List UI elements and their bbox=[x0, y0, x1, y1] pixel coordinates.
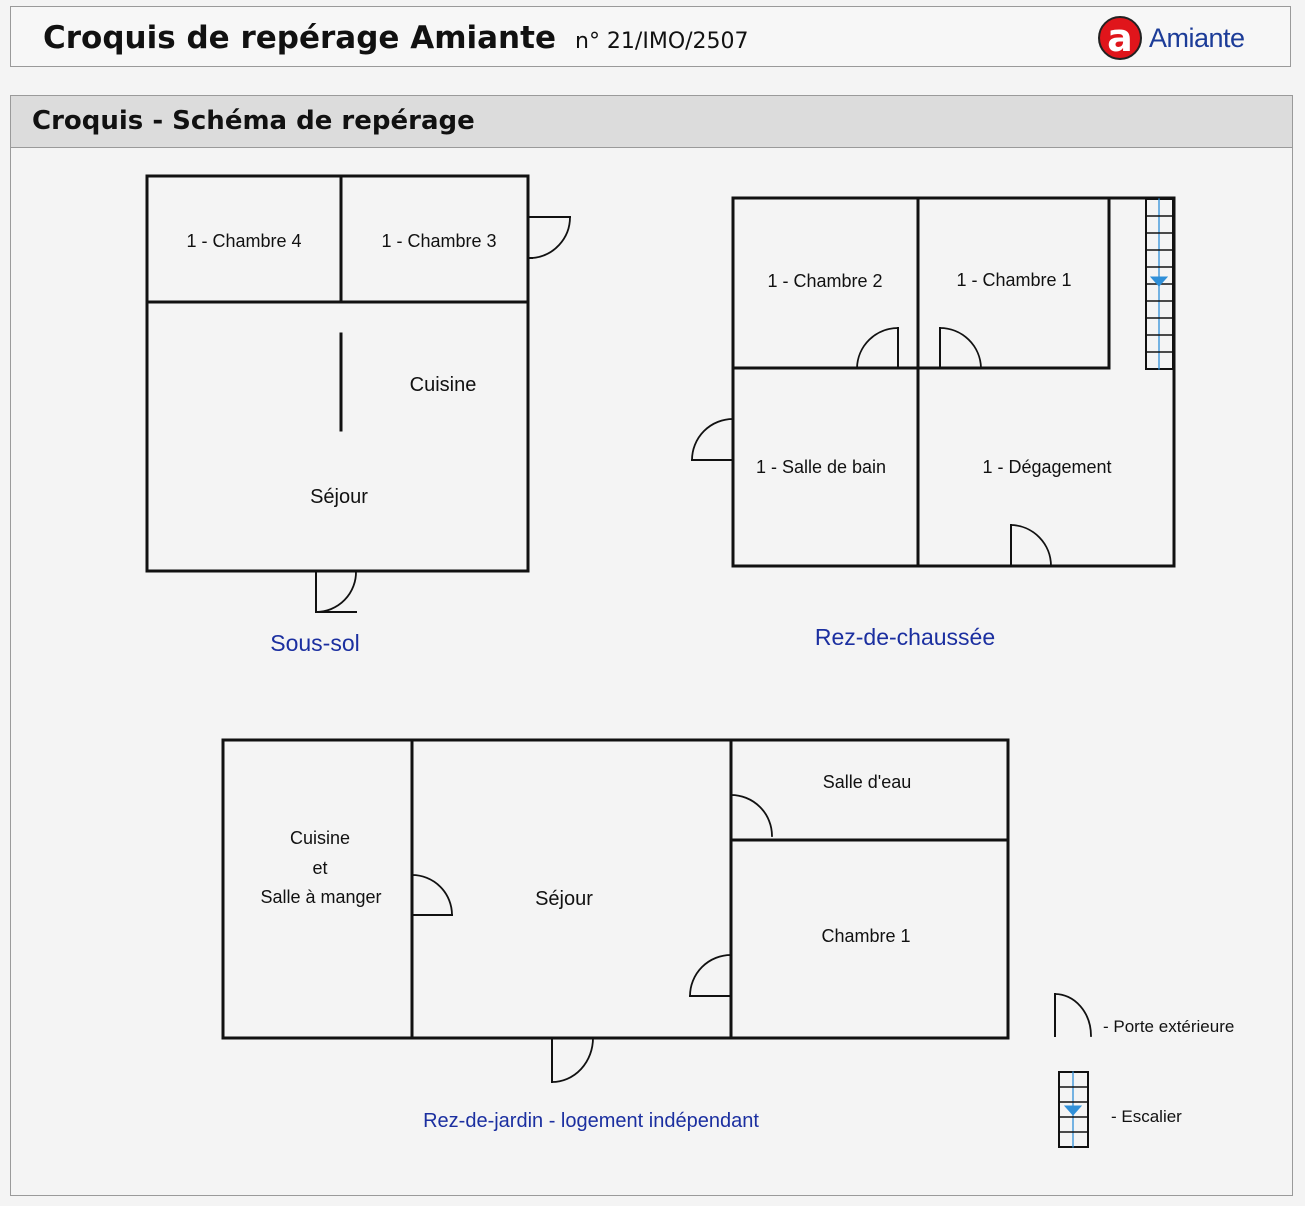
door-icon bbox=[1010, 524, 1052, 567]
caption-rez-de-jardin: Rez-de-jardin - logement indépendant bbox=[423, 1110, 759, 1132]
room-label-cuisine: Cuisine bbox=[290, 828, 350, 848]
door-icon bbox=[856, 327, 899, 369]
room-label-salle-deau: Salle d'eau bbox=[823, 772, 912, 792]
door-icon bbox=[939, 327, 982, 369]
room-label-chambre-3: 1 - Chambre 3 bbox=[381, 231, 496, 251]
amiante-logo: a Amiante bbox=[1098, 15, 1245, 61]
caption-rez-de-chaussee: Rez-de-chaussée bbox=[815, 624, 995, 650]
legend-stairs-label: - Escalier bbox=[1111, 1107, 1182, 1126]
door-icon bbox=[691, 418, 734, 461]
room-label-chambre-2: 1 - Chambre 2 bbox=[767, 271, 882, 291]
panel-header: Croquis - Schéma de repérage bbox=[11, 96, 1292, 148]
door-icon bbox=[527, 216, 571, 259]
door-icon bbox=[689, 954, 732, 997]
plan-rez-de-chaussee bbox=[731, 196, 1176, 568]
legend-stairs-icon bbox=[1058, 1071, 1089, 1148]
room-label-salle-de-bain: 1 - Salle de bain bbox=[756, 457, 886, 477]
panel-title: Croquis - Schéma de repérage bbox=[32, 106, 475, 136]
page-header: Croquis de repérage Amiante n° 21/IMO/25… bbox=[10, 6, 1291, 67]
room-label-chambre-1: 1 - Chambre 1 bbox=[956, 270, 1071, 290]
rdc-outline bbox=[731, 196, 1176, 568]
report-reference: n° 21/IMO/2507 bbox=[575, 29, 749, 54]
room-label-sejour: Séjour bbox=[535, 888, 593, 910]
room-label-et: et bbox=[312, 858, 327, 878]
sous-sol-outline bbox=[145, 174, 530, 573]
room-label-sejour: Séjour bbox=[310, 486, 368, 508]
logo-text: Amiante bbox=[1149, 22, 1245, 53]
legend-exterior-door-label: - Porte extérieure bbox=[1103, 1017, 1234, 1036]
door-icon bbox=[730, 794, 773, 837]
logo-mark: a bbox=[1098, 16, 1142, 60]
plan-rez-de-jardin bbox=[221, 738, 1010, 1040]
room-label-chambre-1: Chambre 1 bbox=[821, 926, 910, 946]
door-icon bbox=[411, 874, 453, 916]
room-label-degagement: 1 - Dégagement bbox=[982, 457, 1111, 477]
door-icon bbox=[551, 1037, 594, 1083]
caption-sous-sol: Sous-sol bbox=[270, 630, 359, 656]
rdj-outline bbox=[221, 738, 1010, 1040]
stairs-icon bbox=[1145, 198, 1174, 370]
plan-sous-sol bbox=[145, 174, 530, 573]
room-label-chambre-4: 1 - Chambre 4 bbox=[186, 231, 301, 251]
legend-door-icon bbox=[1054, 993, 1092, 1037]
room-label-salle-a-manger: Salle à manger bbox=[260, 887, 381, 907]
page-title: Croquis de repérage Amiante bbox=[43, 20, 556, 56]
room-label-cuisine: Cuisine bbox=[410, 374, 477, 396]
door-icon bbox=[315, 570, 357, 613]
